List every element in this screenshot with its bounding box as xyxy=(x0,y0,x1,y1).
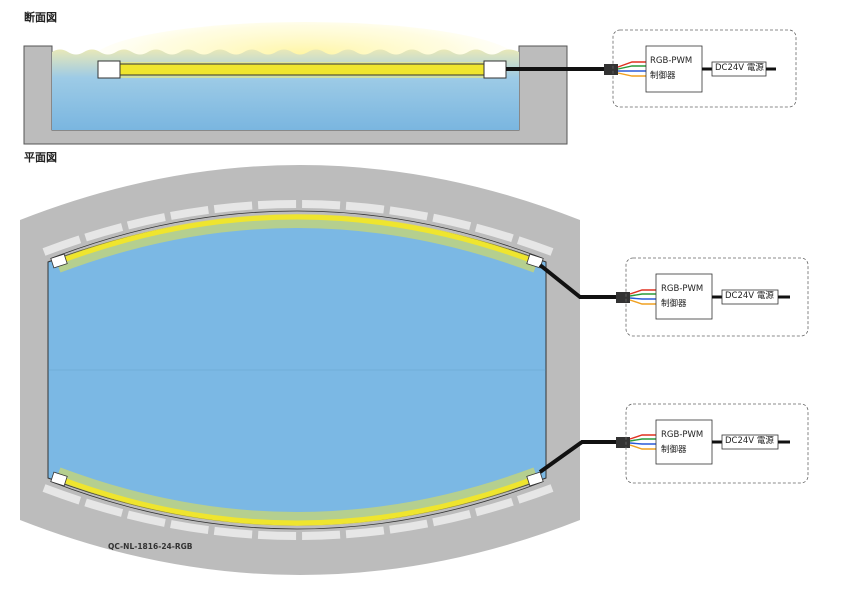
led-arc-top-outline xyxy=(51,210,543,259)
controller-box-plan-top xyxy=(655,273,713,320)
led-arc-top-glow xyxy=(55,214,539,273)
cross-section-view xyxy=(23,22,797,145)
controller-label-plan-top-line2: 制御器 xyxy=(661,299,687,309)
cross-section-title: 断面図 xyxy=(24,11,57,24)
psu-label-plan-bottom: DC24V 電源 xyxy=(725,436,774,446)
controller-enclosure-plan-bottom xyxy=(625,403,809,484)
led-arc-bottom xyxy=(57,475,537,526)
rgb-wires-section xyxy=(617,61,646,77)
plan-view-title: 平面図 xyxy=(24,151,57,164)
water-section xyxy=(52,49,519,130)
controller-label-section-line1: RGB-PWM xyxy=(650,56,693,66)
controller-enclosure-section xyxy=(612,29,797,108)
led-cap-bottom-left xyxy=(50,471,68,487)
led-arc-top xyxy=(57,214,537,265)
psu-label-plan-top: DC24V 電源 xyxy=(725,291,774,301)
led-arc-bottom-glow xyxy=(55,467,539,526)
led-cap-top-right xyxy=(526,253,544,269)
led-end-cap-left xyxy=(97,60,121,79)
plan-tile-band-top xyxy=(42,200,554,256)
cable-connector-section xyxy=(604,64,618,75)
led-cap-top-left xyxy=(50,253,68,269)
controller-enclosure-plan-top xyxy=(625,257,809,337)
controller-label-plan-bottom-line1: RGB-PWM xyxy=(661,430,704,440)
led-cap-bottom-right xyxy=(526,471,544,487)
plan-water xyxy=(47,215,547,526)
controller-box-plan-bottom xyxy=(655,419,713,465)
controller-label-plan-top-line1: RGB-PWM xyxy=(661,284,704,294)
plan-tile-band-bottom xyxy=(42,484,554,540)
rgb-wires-plan-bottom xyxy=(629,434,656,450)
rgb-wires-plan-top xyxy=(629,289,656,305)
cable-plan-bottom xyxy=(538,440,618,474)
psu-label-section: DC24V 電源 xyxy=(715,63,764,73)
cable-plan-top xyxy=(538,263,618,299)
controller-box-section xyxy=(645,45,703,93)
controller-label-section-line2: 制御器 xyxy=(650,71,676,81)
part-number-label: QC-NL-1816-24-RGB xyxy=(108,542,193,551)
led-arc-bottom-outline xyxy=(51,481,543,530)
led-end-cap-right xyxy=(483,60,507,79)
cable-connector-plan-top xyxy=(616,292,630,303)
controller-label-plan-bottom-line2: 制御器 xyxy=(661,445,687,455)
led-tube xyxy=(111,63,493,76)
cable-connector-plan-bottom xyxy=(616,437,630,448)
plan-view xyxy=(20,165,809,575)
